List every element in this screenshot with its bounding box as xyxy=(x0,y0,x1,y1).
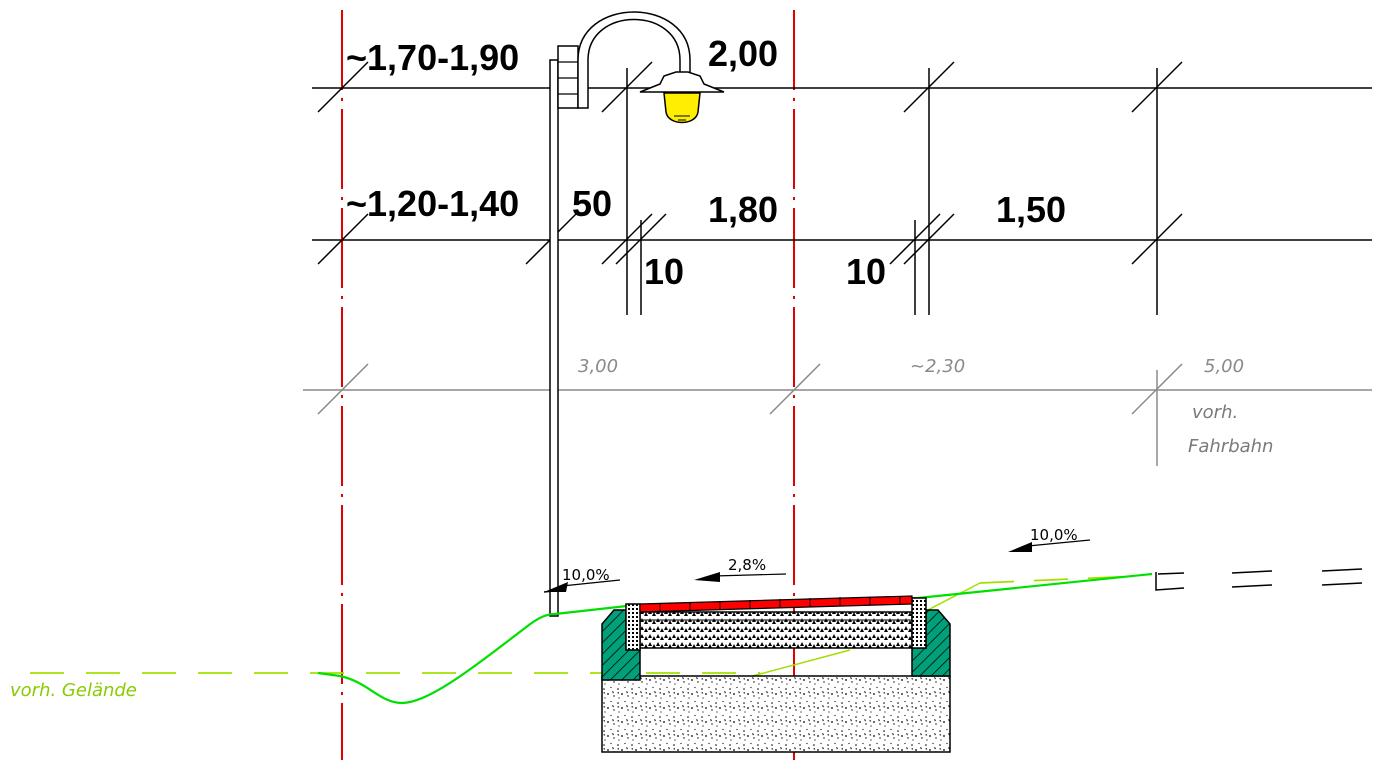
existing-terrain: vorh. Gelände xyxy=(10,575,1141,701)
dim-row2-curb-right: 10 xyxy=(846,251,886,292)
base-layer xyxy=(639,611,913,649)
lamp-globe xyxy=(663,92,701,124)
dimension-row-1: ~1,70-1,90 2,00 xyxy=(312,33,1372,315)
lamp-mounting-bracket xyxy=(557,45,579,109)
dim-row2-left: ~1,20-1,40 xyxy=(346,183,519,224)
dim-row3-right: 5,00 xyxy=(1204,356,1244,377)
subbase-layer xyxy=(601,675,951,753)
dimension-row-2: ~1,20-1,40 50 1,80 1,50 10 10 xyxy=(312,183,1372,315)
dim-row2-path-width: 1,80 xyxy=(708,189,778,230)
label-existing-terrain: vorh. Gelände xyxy=(10,680,137,701)
dim-row3-left: 3,00 xyxy=(578,356,618,377)
slope-label-center: 2,8% xyxy=(728,556,766,574)
slope-indicator-right: 10,0% xyxy=(1008,526,1091,552)
dim-row3-middle: ~2,30 xyxy=(910,356,965,377)
existing-road-edge xyxy=(1155,568,1363,591)
dim-row1-right: 2,00 xyxy=(708,33,778,74)
street-lamp xyxy=(549,11,725,617)
slope-indicator-left: 10,0% xyxy=(543,566,621,593)
slope-label-right: 10,0% xyxy=(1030,526,1078,544)
terrain-profile-line xyxy=(317,572,1153,705)
curb-right xyxy=(911,597,927,649)
label-existing-road-line1: vorh. xyxy=(1192,402,1238,423)
slope-indicator-center: 2,8% xyxy=(694,556,787,582)
path-cross-section xyxy=(601,595,951,753)
lamp-pole xyxy=(549,59,559,617)
slope-label-left: 10,0% xyxy=(562,566,610,584)
dim-row2-curb-left: 10 xyxy=(644,251,684,292)
curb-left xyxy=(625,603,641,651)
lamp-hood xyxy=(639,71,725,93)
dim-row2-right: 1,50 xyxy=(996,189,1066,230)
dim-row2-offset: 50 xyxy=(572,183,612,224)
label-existing-road-line2: Fahrbahn xyxy=(1188,436,1273,457)
paving-layer xyxy=(639,595,913,613)
dim-row1-left: ~1,70-1,90 xyxy=(346,37,519,78)
dimension-row-3: 3,00 ~2,30 5,00 vorh. Fahrbahn xyxy=(303,356,1372,466)
